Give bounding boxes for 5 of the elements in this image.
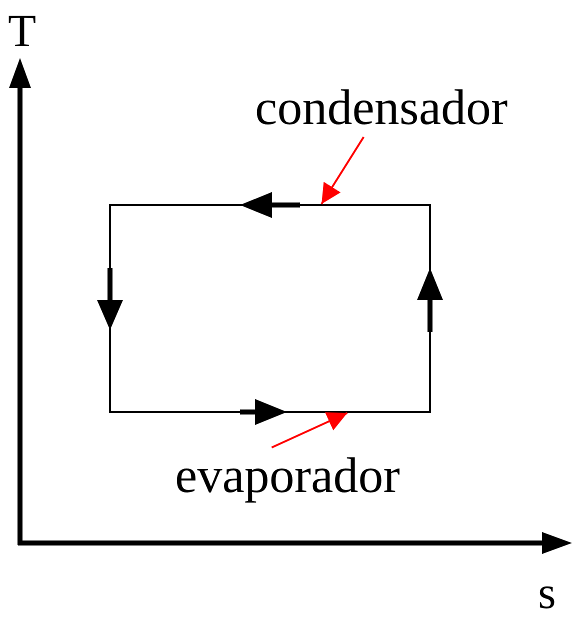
axis-label: s — [538, 570, 556, 616]
leader-line — [320, 136, 364, 205]
leader-line — [271, 412, 348, 448]
process-label: condensador — [255, 82, 508, 132]
axis-label: T — [8, 8, 36, 54]
